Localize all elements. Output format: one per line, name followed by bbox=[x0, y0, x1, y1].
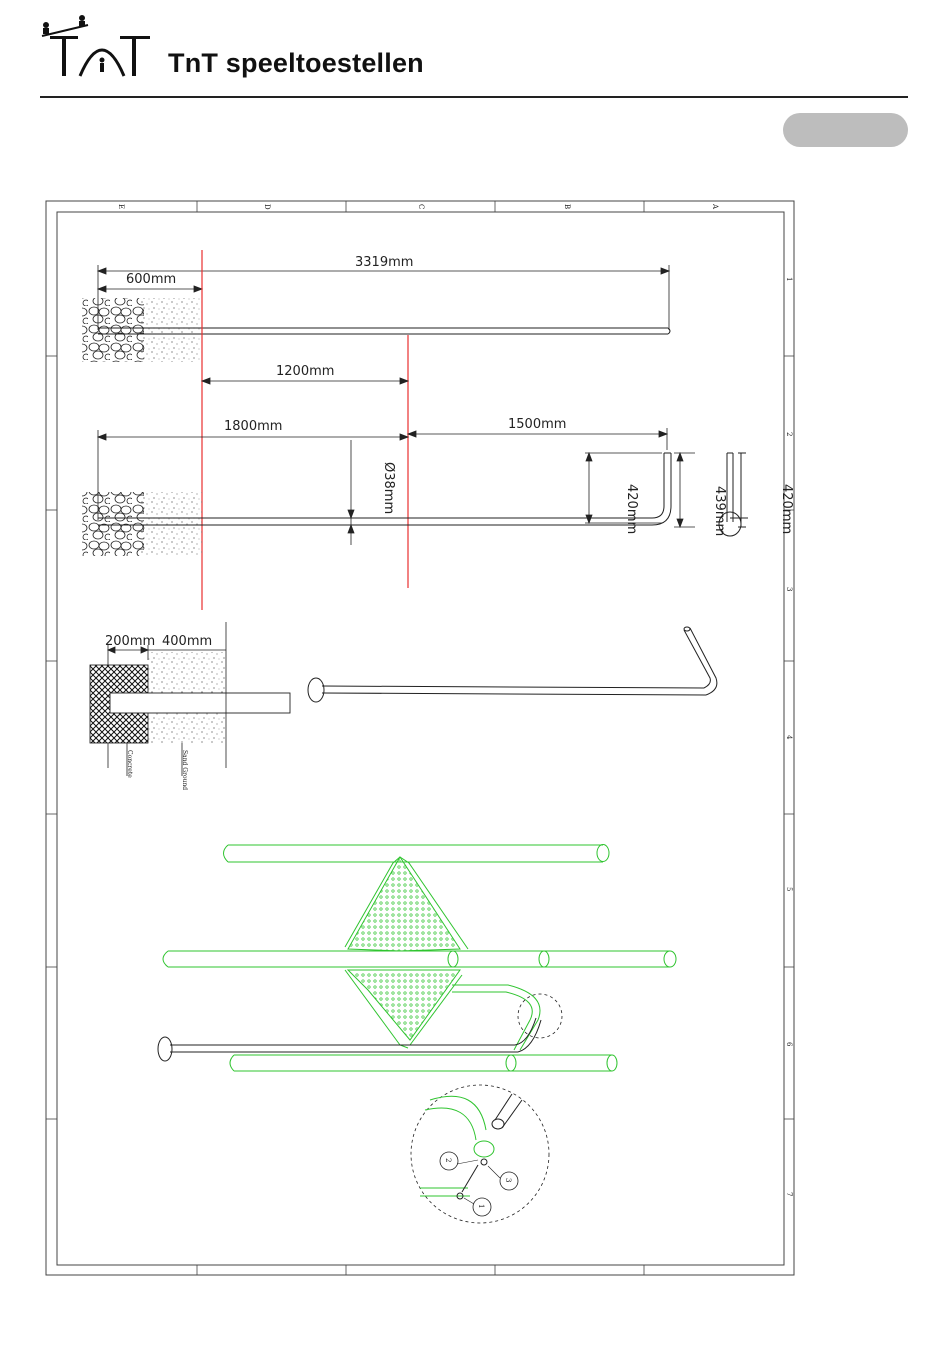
foundation-block-top bbox=[82, 298, 202, 362]
grid-label-4: 4 bbox=[785, 735, 793, 740]
grid-label-5: 5 bbox=[785, 887, 793, 891]
dim-1800: 1800mm bbox=[224, 419, 282, 434]
callout-1: 1 bbox=[477, 1204, 485, 1208]
dim-420-side: 420mm bbox=[779, 484, 794, 534]
dim-200: 200mm bbox=[105, 634, 155, 649]
dim-1200: 1200mm bbox=[276, 364, 334, 379]
grid-label-a: A bbox=[711, 203, 719, 210]
dim-420-left: 420mm bbox=[624, 484, 639, 534]
detail-reference-circle bbox=[518, 994, 562, 1038]
grid-label-d: D bbox=[263, 204, 271, 210]
callout-3: 3 bbox=[504, 1178, 512, 1182]
dim-1500: 1500mm bbox=[508, 417, 566, 432]
grid-label-6: 6 bbox=[785, 1042, 793, 1047]
dim-400: 400mm bbox=[162, 634, 212, 649]
dim-600: 600mm bbox=[126, 272, 176, 287]
grid-label-7: 7 bbox=[785, 1192, 793, 1196]
dim-3319: 3319mm bbox=[355, 255, 413, 270]
grid-label-2: 2 bbox=[785, 432, 793, 436]
green-assembly bbox=[163, 845, 676, 1072]
isometric-bar bbox=[308, 627, 717, 702]
grid-label-c: C bbox=[417, 204, 425, 209]
note-concrete: Concrete bbox=[126, 750, 133, 778]
callout-2: 2 bbox=[444, 1158, 452, 1162]
grid-label-1: 1 bbox=[785, 277, 793, 281]
grid-label-3: 3 bbox=[785, 587, 793, 591]
dim-diameter-38: Ø38mm bbox=[381, 462, 396, 514]
grid-label-e: E bbox=[117, 204, 125, 209]
note-sand-ground: Sand Ground bbox=[181, 750, 188, 790]
foundation-section bbox=[90, 652, 290, 743]
foundation-block-mid bbox=[82, 492, 202, 556]
grid-label-b: B bbox=[563, 204, 571, 209]
detail-view bbox=[411, 1085, 549, 1223]
